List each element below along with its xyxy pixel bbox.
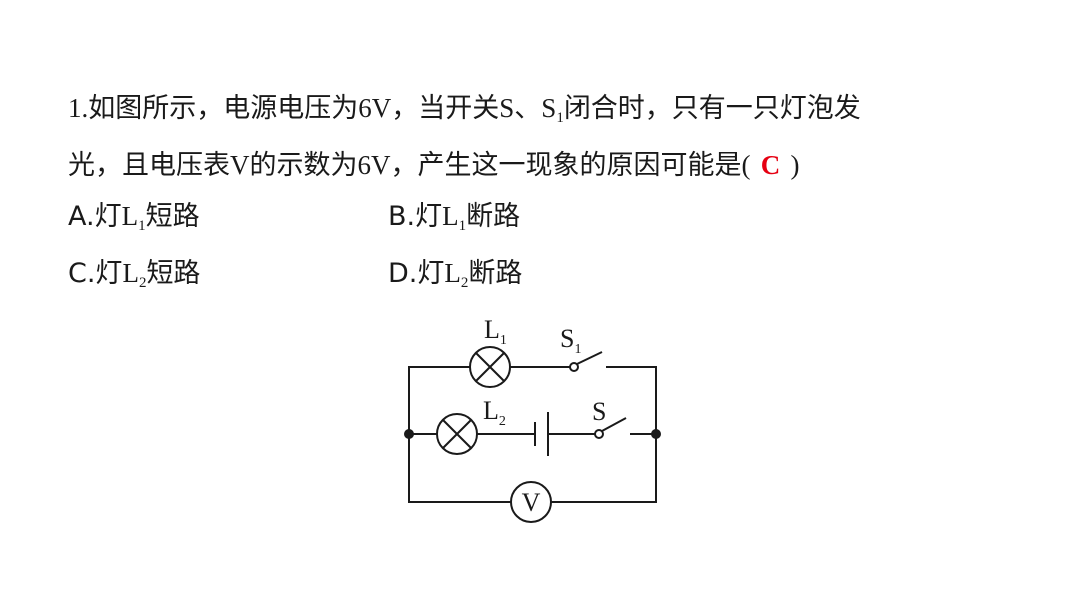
option-prefix: B.灯 [388,201,443,232]
option-suffix: 短路 [145,201,200,232]
option-d[interactable]: D.灯L2断路 [388,245,708,302]
option-a[interactable]: A.灯L1短路 [68,188,388,245]
voltage-value: 6V [358,93,392,123]
question-text: 1.如图所示，电源电压为6V，当开关S、S1闭合时，只有一只灯泡发 光，且电压表… [68,80,1028,194]
question-line-2: 光，且电压表V的示数为6V，产生这一现象的原因可能是( C) [68,137,1028,194]
question-text-part: 如图所示，电源电压为 [88,93,359,124]
option-suffix: 断路 [468,258,523,289]
options-row-1: A.灯L1短路 B.灯L1断路 [68,188,768,245]
voltage-value: 6V [357,150,391,180]
question-text-part: 光，且电压表 [68,150,230,181]
answer-paren-open: ( [741,150,751,180]
switch-s1-icon [569,351,603,372]
subscript: 1 [458,218,467,234]
switch-s-label: S [499,93,515,123]
option-suffix: 断路 [466,201,521,232]
lamp-l2-label: L2 [483,396,506,429]
junction-left [404,429,414,439]
answer-choice: C [760,150,781,180]
voltmeter-label: V [522,488,541,517]
question-text-part: ，产生这一现象的原因可能是 [390,150,742,181]
wire-bottom [408,434,657,503]
subscript: 2 [138,275,147,291]
wire-top-left [408,366,470,434]
option-prefix: C.灯 [68,258,123,289]
lamp-l2-icon [436,413,478,455]
switch-s1-label: S1 [560,324,581,357]
switch-s-label: S [592,397,606,426]
answer-paren-close: ) [790,150,800,180]
battery-icon [534,412,549,456]
lamp-label: L [444,258,461,288]
answer-options: A.灯L1短路 B.灯L1断路 C.灯L2短路 D.灯L2断路 [68,188,768,302]
question-line-1: 1.如图所示，电源电压为6V，当开关S、S1闭合时，只有一只灯泡发 [68,80,1028,137]
wire-top-right [606,366,657,434]
lamp-l1-label: L1 [484,315,507,348]
switch-s-icon [594,417,627,439]
question-number: 1. [68,93,89,123]
option-suffix: 短路 [146,258,201,289]
lamp-label: L [122,258,139,288]
option-c[interactable]: C.灯L2短路 [68,245,388,302]
junction-right [651,429,661,439]
question-text-part: 的示数为 [249,150,358,181]
subscript: 1 [556,110,564,126]
voltmeter-label: V [230,150,250,180]
lamp-l1-icon [469,346,511,388]
option-prefix: D.灯 [388,258,445,289]
circuit-diagram: L1 L2 S1 S V [404,315,661,523]
voltmeter-icon [510,481,552,523]
option-b[interactable]: B.灯L1断路 [388,188,708,245]
subscript: 2 [460,275,469,291]
subscript: 1 [138,218,146,234]
lamp-label: L [121,201,139,231]
question-text-part: ，当开关 [391,93,500,124]
question-text-part: 闭合时，只有一只灯泡发 [563,93,861,124]
switch-s1-label: S [541,93,557,123]
separator: 、 [514,93,542,124]
lamp-label: L [442,201,459,231]
option-prefix: A.灯 [68,201,122,232]
options-row-2: C.灯L2短路 D.灯L2断路 [68,245,768,302]
